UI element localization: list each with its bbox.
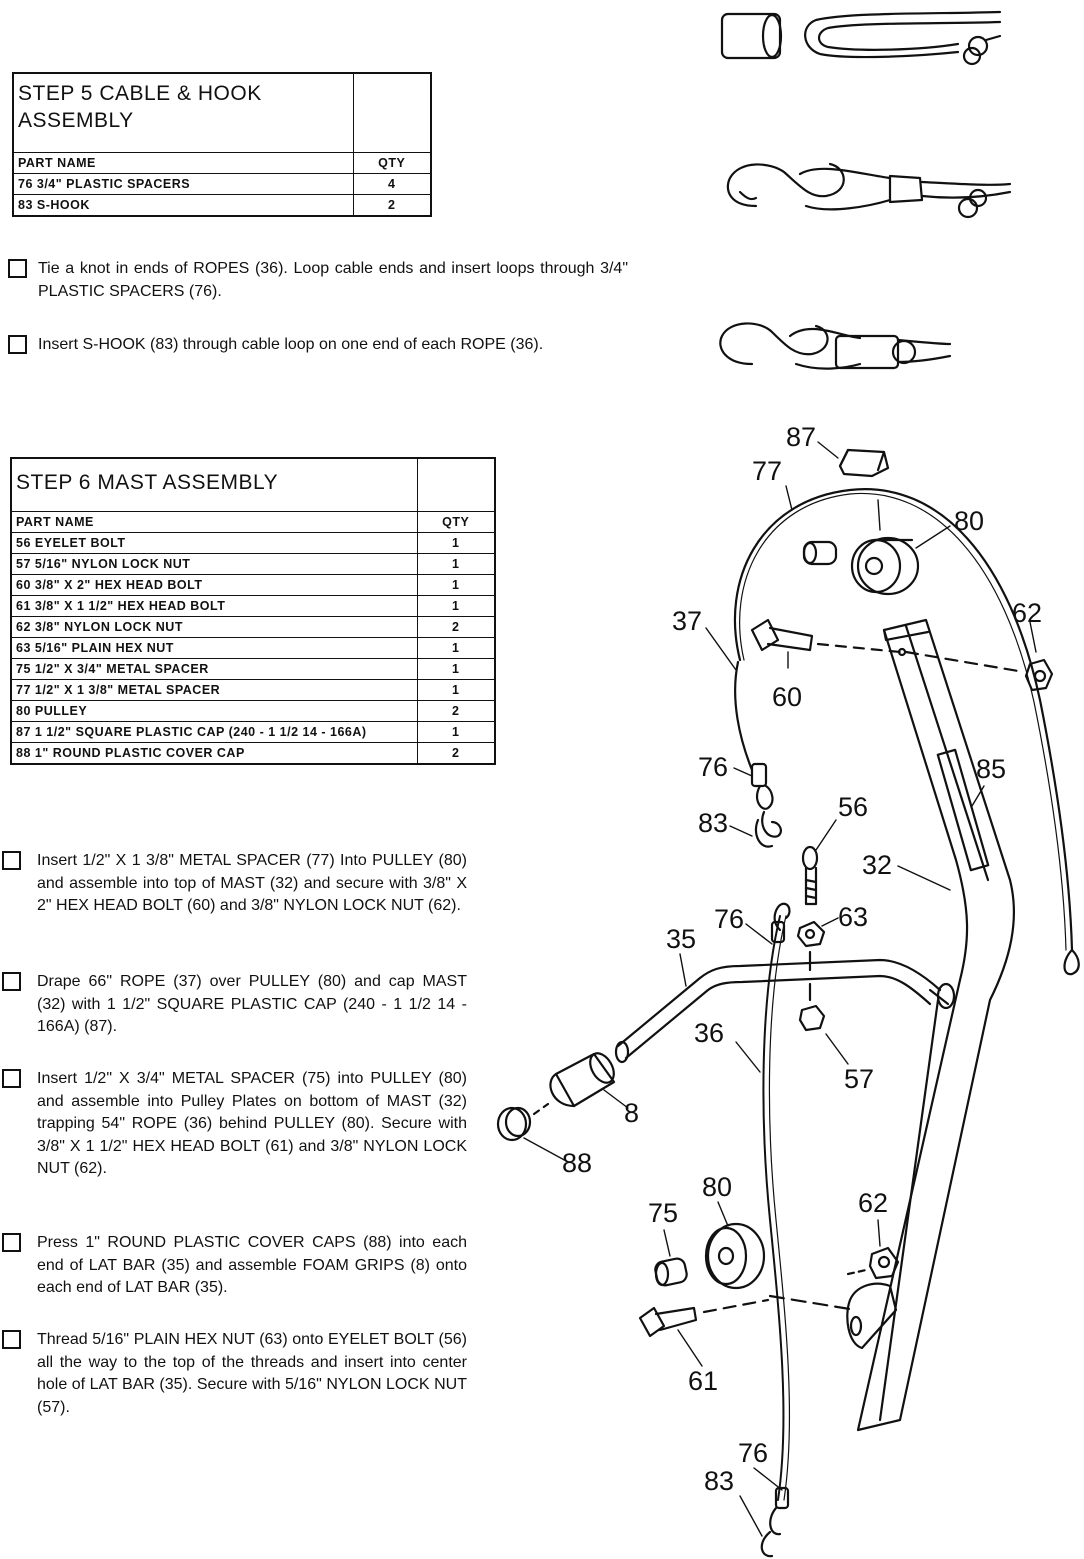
part-name: 88 1" ROUND PLASTIC COVER CAP	[10, 742, 418, 765]
callout-80: 80	[702, 1172, 732, 1202]
part-name: 63 5/16" PLAIN HEX NUT	[10, 637, 418, 659]
step5-title-line2: ASSEMBLY	[18, 109, 134, 132]
callout-76: 76	[738, 1438, 768, 1468]
callout-83: 83	[704, 1466, 734, 1496]
cable-loop-spacer-illustration	[720, 10, 1002, 66]
foam-grip-8	[549, 1052, 616, 1108]
top-pulley-80	[850, 536, 920, 596]
s-hook-cable-illustration	[726, 162, 1012, 219]
callout-57: 57	[844, 1064, 874, 1094]
step6-parts-table: STEP 6 MAST ASSEMBLY PART NAME QTY 56 EY…	[10, 457, 496, 765]
part-qty: 4	[352, 173, 432, 195]
leader-lines	[523, 441, 1037, 1537]
callout-56: 56	[838, 792, 868, 822]
metal-spacer-77	[802, 540, 838, 566]
metal-spacer-75	[654, 1257, 688, 1287]
instruction-text: Drape 66" ROPE (37) over PULLEY (80) and…	[37, 973, 467, 1035]
instruction-text: Thread 5/16" PLAIN HEX NUT (63) onto EYE…	[37, 1331, 467, 1416]
table-row: 83 S-HOOK 2	[12, 194, 432, 217]
callout-35: 35	[666, 924, 696, 954]
callout-60: 60	[772, 682, 802, 712]
hex-nut-63	[796, 920, 826, 948]
instruction-text: Insert 1/2" X 3/4" METAL SPACER (75) int…	[37, 1070, 467, 1177]
round-cap-88	[496, 1102, 550, 1142]
part-name: 83 S-HOOK	[12, 194, 354, 217]
instruction-text: Press 1" ROUND PLASTIC COVER CAPS (88) i…	[37, 1234, 467, 1296]
rope-37-hook-end	[750, 762, 782, 848]
callout-32: 32	[862, 850, 892, 880]
s-hook-rope-illustration	[719, 322, 952, 370]
callout-61: 61	[688, 1366, 718, 1396]
mast-32	[856, 618, 1016, 1432]
callout-8: 8	[624, 1098, 639, 1128]
step5-parts-table: STEP 5 CABLE & HOOK ASSEMBLY PART NAME Q…	[12, 72, 432, 217]
step6-header-part: PART NAME	[10, 511, 418, 533]
instruction-checkbox[interactable]	[2, 851, 21, 870]
part-qty: 1	[416, 721, 496, 743]
step6-title-blank	[416, 457, 496, 512]
callout-88: 88	[562, 1148, 592, 1178]
callout-37: 37	[672, 606, 702, 636]
table-row: 87 1 1/2" SQUARE PLASTIC CAP (240 - 1 1/…	[10, 721, 496, 743]
callout-63: 63	[838, 902, 868, 932]
step5-title-blank	[352, 72, 432, 153]
instruction-text: Tie a knot in ends of ROPES (36). Loop c…	[38, 260, 628, 300]
instruction-checkbox[interactable]	[2, 972, 21, 991]
lock-nut-57	[798, 1004, 826, 1032]
instruction-checkbox[interactable]	[2, 1330, 21, 1349]
bottom-pulley-80	[704, 1222, 766, 1290]
callout-76: 76	[698, 752, 728, 782]
callout-76: 76	[714, 904, 744, 934]
rope-36-bottom-hook	[760, 1486, 790, 1558]
table-row: 76 3/4" PLASTIC SPACERS 4	[12, 173, 432, 195]
pulley-plate	[768, 1282, 898, 1350]
callout-80: 80	[954, 506, 984, 536]
instruction-checkbox[interactable]	[2, 1069, 21, 1088]
callout-62: 62	[1012, 598, 1042, 628]
hex-bolt-61	[638, 1298, 770, 1338]
callout-85: 85	[976, 754, 1006, 784]
lock-nut-62-top	[904, 650, 1054, 692]
part-name: 57 5/16" NYLON LOCK NUT	[10, 553, 418, 575]
instruction-text: Insert S-HOOK (83) through cable loop on…	[38, 336, 544, 353]
part-name: 76 3/4" PLASTIC SPACERS	[12, 173, 354, 195]
rope-37-end-loop	[1063, 948, 1080, 976]
step5-title: STEP 5 CABLE & HOOK ASSEMBLY	[12, 72, 354, 153]
lock-nut-62-bottom	[868, 1246, 900, 1280]
rope-36-top-hook	[770, 902, 791, 944]
part-qty: 2	[416, 742, 496, 765]
callout-83: 83	[698, 808, 728, 838]
part-name: 87 1 1/2" SQUARE PLASTIC CAP (240 - 1 1/…	[10, 721, 418, 743]
hex-bolt-60	[750, 618, 902, 654]
callout-36: 36	[694, 1018, 724, 1048]
part-name: 77 1/2" X 1 3/8" METAL SPACER	[10, 679, 418, 701]
square-cap-87	[838, 448, 890, 478]
eyelet-bolt-56	[801, 845, 819, 906]
callout-62: 62	[858, 1188, 888, 1218]
lat-bar-35	[614, 958, 956, 1064]
step5-title-line1: STEP 5 CABLE & HOOK	[18, 82, 262, 105]
callout-87: 87	[786, 422, 816, 452]
step5-header-qty: QTY	[352, 152, 432, 174]
callout-77: 77	[752, 456, 782, 486]
instruction-text: Insert 1/2" X 1 3/8" METAL SPACER (77) I…	[37, 852, 467, 914]
part-name: 80 PULLEY	[10, 700, 418, 722]
instruction-checkbox[interactable]	[8, 259, 27, 278]
instruction-checkbox[interactable]	[8, 335, 27, 354]
instruction-checkbox[interactable]	[2, 1233, 21, 1252]
step6-title: STEP 6 MAST ASSEMBLY	[10, 457, 418, 512]
part-qty: 2	[352, 194, 432, 217]
callout-75: 75	[648, 1198, 678, 1228]
